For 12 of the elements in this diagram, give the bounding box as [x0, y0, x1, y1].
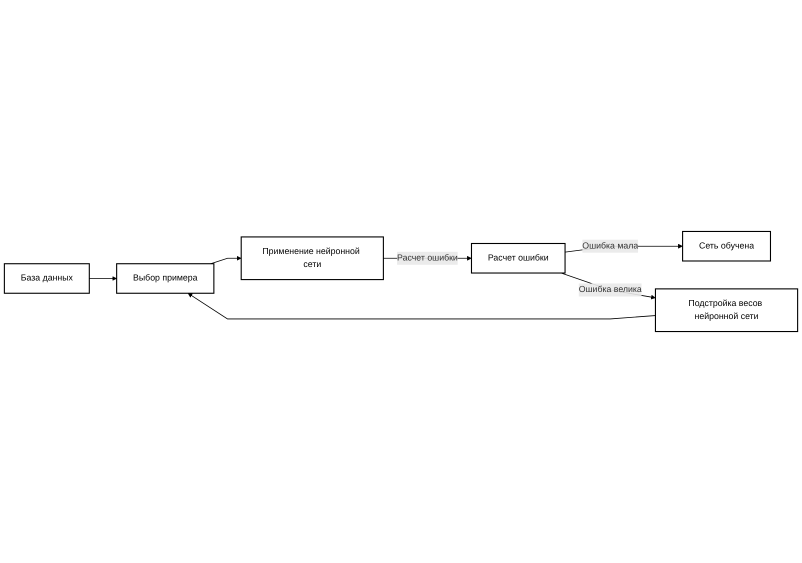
- node-box: База данных: [4, 263, 90, 294]
- arrow: [88, 276, 117, 281]
- node-box: Сеть обучена: [682, 230, 772, 262]
- edge-label: Ошибка мала: [582, 241, 638, 251]
- arrow: [210, 256, 242, 264]
- edge-label: Расчет ошибки: [397, 253, 458, 263]
- node-box: Применение нейронной сети: [240, 236, 384, 280]
- node-box: Выбор примера: [116, 263, 214, 294]
- arrow: [188, 293, 656, 320]
- edge-label: Ошибка велика: [578, 285, 642, 294]
- node-box: Подстройка весов нейронной сети: [654, 288, 798, 332]
- node-box: Расчет ошибки: [470, 242, 566, 274]
